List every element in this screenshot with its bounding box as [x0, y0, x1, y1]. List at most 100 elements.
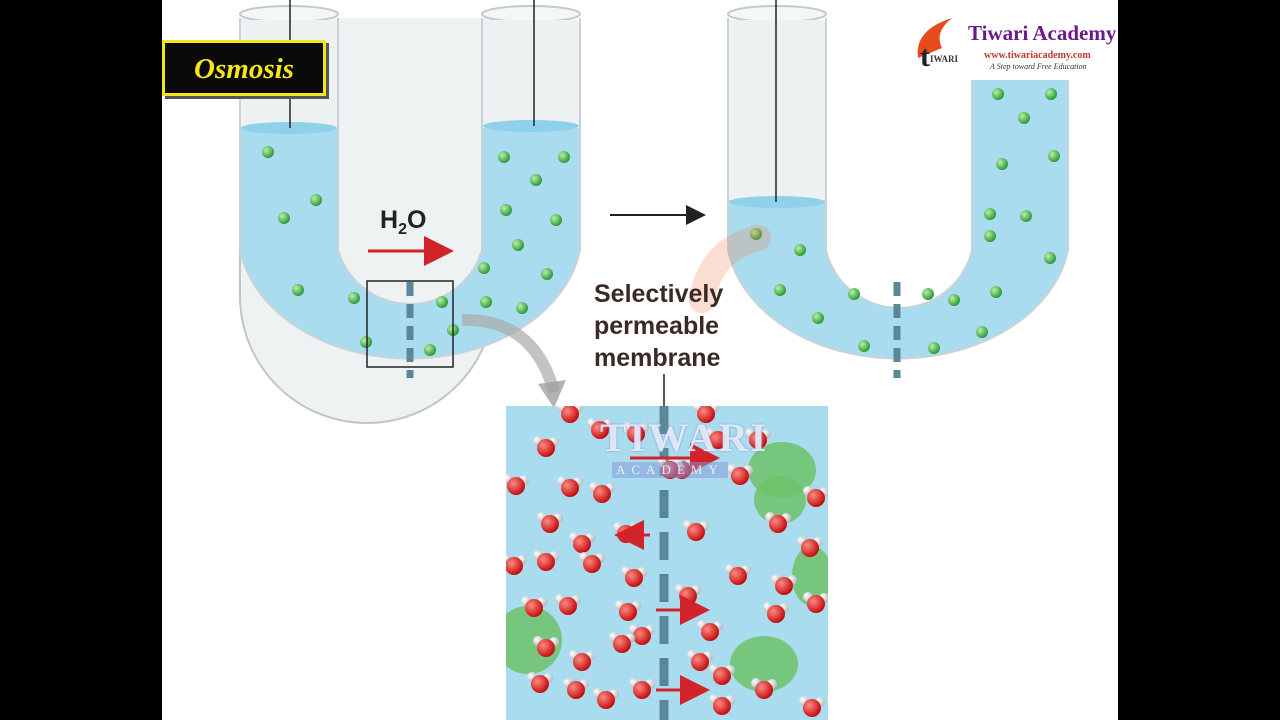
- solute-particle: [812, 312, 824, 324]
- oxygen-atom: [541, 515, 559, 533]
- solute-particle: [310, 194, 322, 206]
- water-molecule: [506, 474, 529, 495]
- oxygen-atom: [775, 577, 793, 595]
- water-molecule: [589, 482, 615, 503]
- h2o-label: H2O: [380, 206, 427, 238]
- oxygen-atom: [597, 691, 615, 709]
- oxygen-atom: [713, 697, 731, 715]
- brand-header: Tiwari Academy www.tiwariacademy.com A S…: [912, 14, 1116, 78]
- water-molecule: [709, 694, 735, 715]
- water-molecule: [593, 688, 619, 709]
- solute-particle: [478, 262, 490, 274]
- oxygen-atom: [613, 635, 631, 653]
- water-molecule: [579, 552, 605, 573]
- water-molecule: [555, 594, 581, 615]
- solute-particle: [750, 228, 762, 240]
- water-molecule: [803, 486, 828, 507]
- oxygen-atom: [625, 569, 643, 587]
- oxygen-atom: [729, 567, 747, 585]
- oxygen-atom: [537, 639, 555, 657]
- oxygen-atom: [573, 535, 591, 553]
- brand-logo-icon: t: [917, 18, 952, 73]
- solute-particle: [278, 212, 290, 224]
- water-molecule: [683, 520, 709, 541]
- oxygen-atom: [627, 425, 645, 443]
- solute-particle: [360, 336, 372, 348]
- water-molecule: [521, 596, 547, 617]
- oxygen-atom: [803, 699, 821, 717]
- zoom-flow-arrows: [614, 443, 720, 705]
- water-molecule: [533, 436, 559, 457]
- water-molecule: [557, 476, 583, 497]
- solute-particle: [1044, 252, 1056, 264]
- water-molecule: [537, 512, 563, 533]
- solute-particle: [984, 208, 996, 220]
- brand-tagline: A Step toward Free Education: [990, 62, 1087, 71]
- oxygen-atom: [591, 421, 609, 439]
- oxygen-atom: [537, 439, 555, 457]
- solute-particle: [1018, 112, 1030, 124]
- water-molecule: [533, 550, 559, 571]
- solute-particle: [550, 214, 562, 226]
- solute-particle: [774, 284, 786, 296]
- solute-particle: [516, 302, 528, 314]
- solute-particle: [922, 288, 934, 300]
- watermark-swoosh: [689, 225, 771, 313]
- oxygen-atom: [769, 515, 787, 533]
- oxygen-atom: [561, 479, 579, 497]
- solute-blob: [754, 476, 806, 524]
- oxygen-atom: [559, 597, 577, 615]
- slide-title-box: Osmosis: [162, 40, 326, 96]
- oxygen-atom: [807, 489, 825, 507]
- molecular-zoom-view: [506, 406, 828, 720]
- brand-url[interactable]: www.tiwariacademy.com: [984, 50, 1091, 61]
- oxygen-atom: [807, 595, 825, 613]
- water-molecule: [629, 624, 655, 645]
- water-molecule: [799, 696, 825, 717]
- solute-particle: [948, 294, 960, 306]
- water-molecule: [623, 422, 649, 443]
- oxygen-atom: [525, 599, 543, 617]
- solute-particle: [984, 230, 996, 242]
- solute-particle: [990, 286, 1002, 298]
- slide: t Osmosis Tiwari Academy www.tiwariacade…: [162, 0, 1118, 720]
- solute-particle: [530, 174, 542, 186]
- solute-blob: [730, 636, 798, 692]
- watermark-sub: ACADEMY: [612, 462, 728, 478]
- oxygen-atom: [537, 553, 555, 571]
- water-molecule: [751, 678, 777, 699]
- oxygen-atom: [731, 467, 749, 485]
- water-molecule: [563, 678, 589, 699]
- watermark-word: TIWARI: [600, 415, 770, 460]
- water-molecule: [709, 664, 735, 685]
- oxygen-atom: [801, 539, 819, 557]
- oxygen-atom: [701, 623, 719, 641]
- oxygen-atom: [561, 406, 579, 423]
- brand-logo-text: IWARI: [930, 54, 959, 64]
- solute-particle: [500, 204, 512, 216]
- water-molecule: [587, 418, 613, 439]
- oxygen-atom: [697, 406, 715, 423]
- solute-particle: [1045, 88, 1057, 100]
- solute-particle: [928, 342, 940, 354]
- solute-particle: [262, 146, 274, 158]
- oxygen-atom: [567, 681, 585, 699]
- solute-particle: [1048, 150, 1060, 162]
- water-molecule: [745, 428, 771, 449]
- solute-particle: [1020, 210, 1032, 222]
- oxygen-atom: [755, 681, 773, 699]
- oxygen-atom: [749, 431, 767, 449]
- oxygen-atom: [531, 675, 549, 693]
- water-molecule: [533, 636, 559, 657]
- oxygen-atom: [507, 477, 525, 495]
- slide-title: Osmosis: [194, 53, 294, 85]
- water-molecule: [693, 406, 719, 423]
- membrane-label-line-3: membrane: [594, 344, 721, 372]
- solute-particle: [794, 244, 806, 256]
- solute-particle: [996, 158, 1008, 170]
- oxygen-atom: [619, 603, 637, 621]
- water-molecule: [506, 554, 527, 575]
- oxygen-atom: [593, 485, 611, 503]
- solute-particle: [992, 88, 1004, 100]
- solute-particle: [424, 344, 436, 356]
